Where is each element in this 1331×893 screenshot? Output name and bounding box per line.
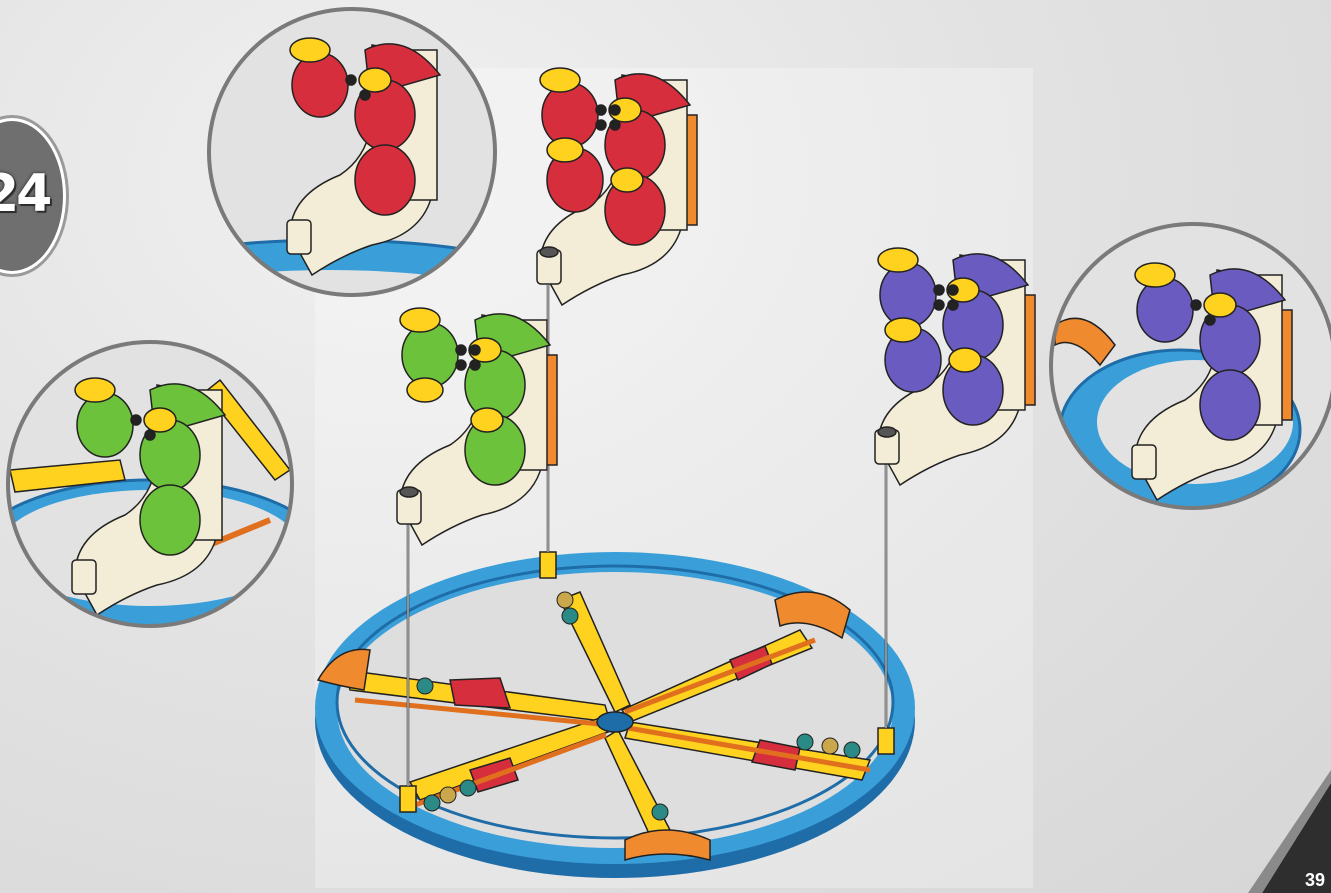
seat-green [397,308,557,545]
wheel-base [315,552,915,878]
seat-purple [875,248,1035,485]
callout-green [0,342,330,640]
seat-red [537,68,697,305]
page-number: 39 [1305,870,1331,891]
callout-purple [1051,224,1331,510]
callout-red [100,9,560,350]
step-number: 24 [0,159,53,229]
